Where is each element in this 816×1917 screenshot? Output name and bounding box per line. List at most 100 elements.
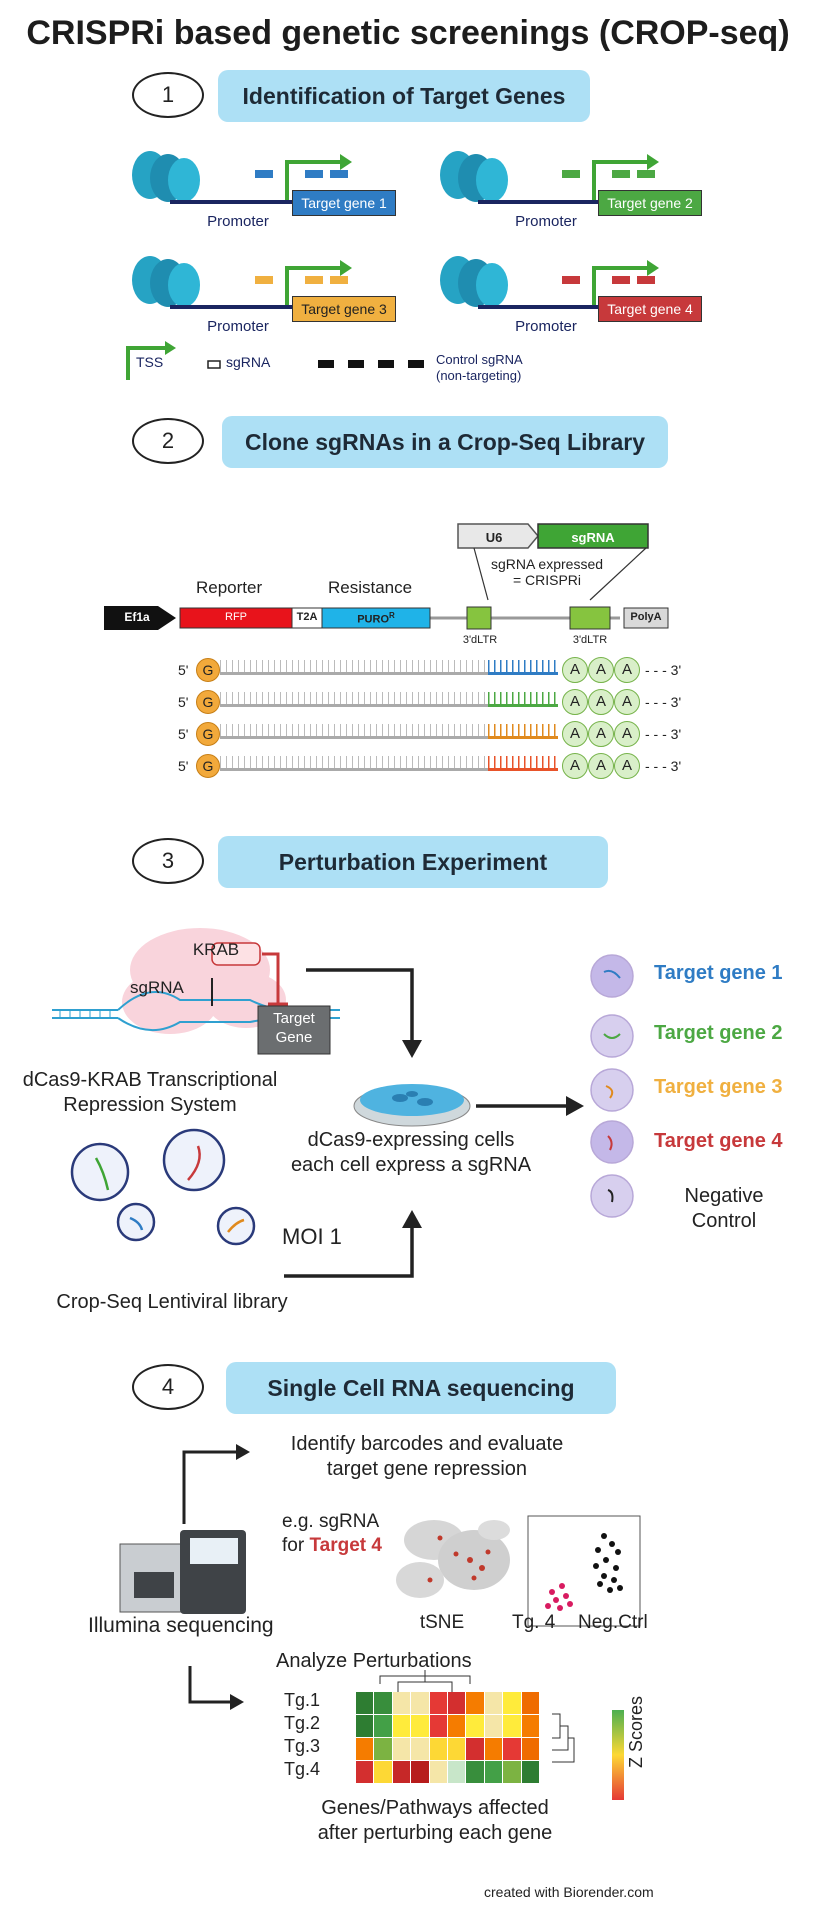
polya-tail-icon: A	[614, 721, 640, 747]
dendrogram-side	[552, 1713, 575, 1763]
heatmap-cell	[484, 1738, 503, 1760]
promoter-label: Promoter	[515, 213, 577, 230]
step-3-number: 3	[132, 838, 204, 884]
analyze-label: Analyze Perturbations	[276, 1650, 472, 1672]
repression-icon	[262, 952, 280, 1004]
u6-promoter-icon	[457, 523, 539, 549]
heatmap-row-label: Tg.2	[284, 1713, 321, 1733]
negctrl-label: Neg.Ctrl	[578, 1612, 648, 1633]
heatmap-cell	[466, 1692, 484, 1714]
sgrna-strand	[220, 724, 488, 739]
step-4-diagram	[119, 1444, 641, 1800]
ef1a-promoter-icon	[104, 606, 176, 630]
dcas9-icon	[122, 928, 286, 1034]
barcode-region	[488, 660, 558, 675]
puro-label: PUROR	[357, 611, 395, 626]
g-cap-icon: G	[196, 690, 220, 714]
heatmap-cell	[392, 1715, 411, 1737]
heatmap-cell	[411, 1738, 429, 1760]
heatmap-cell	[356, 1761, 374, 1783]
three-prime-label: - - - 3'	[645, 694, 682, 710]
heatmap-cell	[374, 1738, 392, 1760]
heatmap-cell	[392, 1692, 411, 1714]
cell-icon	[590, 954, 634, 1218]
outcome-target-gene-1: Target gene 1	[654, 962, 783, 984]
outcome-target-gene-2: Target gene 2	[654, 1022, 783, 1044]
polya-tail-icon: A	[614, 657, 640, 683]
arrow-icon	[182, 1450, 236, 1524]
crispri-label: = CRISPRi	[512, 572, 582, 588]
heatmap-cell	[521, 1738, 539, 1760]
lentivirus-icon	[70, 1128, 256, 1246]
sgrna-legend-label: sgRNA	[226, 354, 271, 370]
heatmap-cell	[429, 1715, 447, 1737]
sgrna-box-label: sgRNA	[571, 530, 615, 545]
heatmap-row-label: Tg.4	[284, 1759, 321, 1779]
u6-label: U6	[485, 530, 503, 545]
target-gene-1-box: Target gene 1	[292, 190, 396, 216]
petri-dish-icon	[353, 1084, 471, 1127]
outcome-target-gene-3: Target gene 3	[654, 1076, 783, 1098]
step-2-title: Clone sgRNAs in a Crop-Seq Library	[222, 416, 668, 468]
polya-tail-icon: A	[588, 657, 614, 683]
heatmap-cell	[521, 1715, 539, 1737]
polya-tail-icon: A	[562, 657, 588, 683]
step-2-number: 2	[132, 418, 204, 464]
ltr-left-label: 3'dLTR	[462, 634, 498, 646]
arrow-icon	[306, 968, 414, 1040]
control-sgrna-icon	[318, 360, 424, 368]
library-label: Crop-Seq Lentiviral library	[56, 1291, 288, 1313]
g-cap-icon: G	[196, 722, 220, 746]
resistance-label: Resistance	[328, 578, 413, 597]
arrow-icon	[284, 1226, 414, 1278]
step-4-title: Single Cell RNA sequencing	[226, 1362, 616, 1414]
dendrogram-top	[379, 1670, 471, 1692]
heatmap-cell	[448, 1738, 466, 1760]
heatmap-cell	[356, 1738, 374, 1760]
illumina-label: Illumina sequencing	[88, 1614, 274, 1637]
polya-tail-icon: A	[588, 753, 614, 779]
heatmap-cell	[466, 1715, 484, 1737]
polya-tail-icon: A	[588, 721, 614, 747]
heatmap-cell	[356, 1715, 374, 1737]
five-prime-label: 5'	[178, 694, 189, 710]
control-sgrna-sublabel: (non-targeting)	[436, 368, 522, 383]
target-gene-2-box: Target gene 2	[598, 190, 702, 216]
heatmap-cell	[374, 1692, 392, 1714]
tsne-label: tSNE	[419, 1612, 465, 1633]
sgrna-label: sgRNA	[130, 978, 184, 997]
polya-tail-icon: A	[562, 753, 588, 779]
polya-label: PolyA	[630, 611, 662, 623]
sgrna-strand	[220, 660, 488, 675]
heatmap-cell	[484, 1692, 503, 1714]
heatmap-row-label: Tg.3	[284, 1736, 321, 1756]
step-1-title: Identification of Target Genes	[218, 70, 590, 122]
step-2-construct	[104, 523, 669, 630]
five-prime-label: 5'	[178, 758, 189, 774]
ltr-right-label: 3'dLTR	[572, 634, 608, 646]
three-prime-label: - - - 3'	[645, 758, 682, 774]
heatmap-cell	[484, 1715, 503, 1737]
tg4-points	[545, 1583, 573, 1611]
three-prime-label: - - - 3'	[645, 662, 682, 678]
g-cap-icon: G	[196, 754, 220, 778]
promoter-label: Promoter	[207, 318, 269, 335]
nucleosome-icon	[440, 151, 508, 202]
heatmap-cell	[392, 1761, 411, 1783]
zscore-colorbar	[612, 1710, 624, 1800]
barcode-region	[488, 724, 558, 739]
tg4-label: Tg. 4	[512, 1612, 556, 1633]
heatmap-cell	[429, 1738, 447, 1760]
target-gene-4-box: Target gene 4	[598, 296, 702, 322]
heatmap-cell	[503, 1738, 521, 1760]
heatmap-cell	[484, 1761, 503, 1783]
krab-label: KRAB	[192, 940, 240, 959]
t2a-label: T2A	[296, 611, 318, 623]
heatmap-cell	[356, 1692, 374, 1714]
